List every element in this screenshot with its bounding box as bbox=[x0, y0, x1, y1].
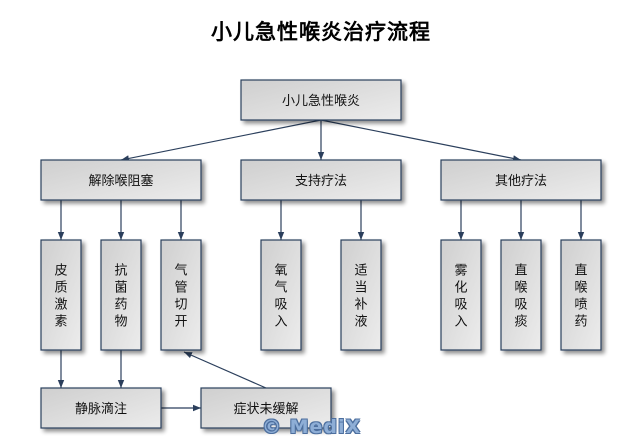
node-label: 直喉喷药 bbox=[574, 264, 587, 330]
node-oxygen: 氧气吸入 bbox=[260, 239, 302, 351]
node-spray: 直喉喷药 bbox=[560, 239, 602, 351]
node-root: 小儿急性喉炎 bbox=[240, 79, 402, 121]
node-label: 支持疗法 bbox=[295, 174, 347, 189]
node-box bbox=[500, 239, 542, 351]
node-box bbox=[440, 159, 602, 201]
node-box bbox=[340, 239, 382, 351]
arrow-unrelieved-to-tracheotomy bbox=[183, 351, 267, 389]
node-iv: 静脉滴注 bbox=[40, 387, 162, 429]
node-label: 其他疗法 bbox=[495, 174, 547, 189]
node-fluids: 适当补液 bbox=[340, 239, 382, 351]
node-suction: 直喉吸痰 bbox=[500, 239, 542, 351]
node-label: 抗菌药物 bbox=[114, 264, 127, 330]
node-label: 皮质激素 bbox=[54, 264, 67, 330]
node-label: 气管切开 bbox=[174, 263, 187, 330]
diagram-title: 小儿急性喉炎治疗流程 bbox=[211, 20, 431, 44]
node-nebulize: 雾化吸入 bbox=[440, 239, 482, 351]
node-box bbox=[240, 79, 402, 121]
node-unrelieved: 症状未缓解 bbox=[200, 387, 332, 429]
node-box bbox=[40, 239, 82, 351]
arrow-root-to-relieve bbox=[120, 119, 322, 162]
node-antibiotic: 抗菌药物 bbox=[100, 239, 142, 351]
node-label: 小儿急性喉炎 bbox=[282, 94, 360, 109]
node-box bbox=[40, 387, 162, 429]
node-support: 支持疗法 bbox=[240, 159, 402, 201]
node-tracheotomy: 气管切开 bbox=[160, 239, 202, 351]
node-label: 氧气吸入 bbox=[274, 264, 287, 330]
node-box bbox=[200, 387, 332, 429]
node-label: 解除喉阻塞 bbox=[88, 173, 153, 189]
node-other: 其他疗法 bbox=[440, 159, 602, 201]
node-steroid: 皮质激素 bbox=[40, 239, 82, 351]
node-box bbox=[440, 239, 482, 351]
node-box bbox=[100, 239, 142, 351]
node-box bbox=[560, 239, 602, 351]
node-box bbox=[160, 239, 202, 351]
node-label: 直喉吸痰 bbox=[514, 264, 527, 330]
node-box bbox=[240, 159, 402, 201]
arrow-root-to-other bbox=[320, 119, 522, 162]
node-relieve: 解除喉阻塞 bbox=[40, 159, 202, 201]
node-label: 适当补液 bbox=[354, 264, 367, 330]
node-label: 静脉滴注 bbox=[75, 401, 127, 417]
node-box bbox=[40, 159, 202, 201]
node-label: 雾化吸入 bbox=[454, 264, 467, 330]
node-box bbox=[260, 239, 302, 351]
watermark-logo: © MediX bbox=[262, 416, 362, 438]
node-label: 症状未缓解 bbox=[233, 402, 298, 417]
